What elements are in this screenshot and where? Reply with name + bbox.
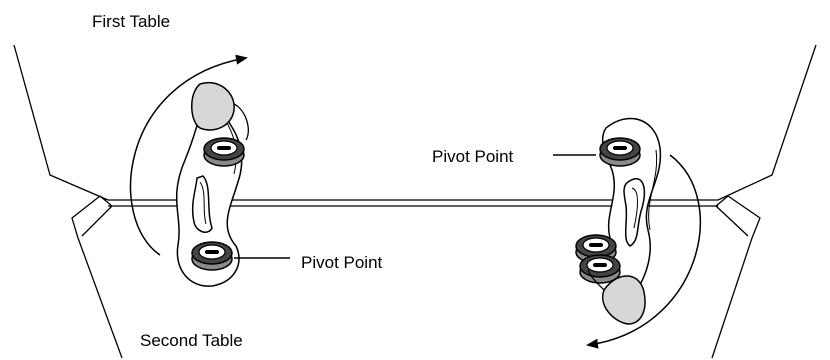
- right-leg-clip: [553, 117, 702, 349]
- first-table-left-edge: [13, 44, 109, 201]
- left-upper-knob-icon: [203, 137, 245, 167]
- second-table-left-edge: [71, 195, 123, 359]
- first-table-right-edge: [717, 44, 817, 201]
- left-rotation-arrow: [129, 54, 248, 256]
- left-pivot-knob-icon: [191, 241, 233, 271]
- second-table: [71, 195, 761, 359]
- left-clip-pad: [191, 81, 235, 131]
- right-lower-knob-2-icon: [579, 254, 621, 284]
- left-clip-slot: [191, 175, 213, 233]
- right-clip-slot: [623, 178, 646, 247]
- second-table-label: Second Table: [140, 331, 243, 350]
- right-rotation-arrow: [586, 154, 702, 349]
- pivot-point-label-left: Pivot Point: [301, 253, 383, 272]
- right-pivot-knob-icon: [599, 137, 641, 167]
- right-clip-pad: [601, 275, 646, 325]
- left-leg-clip: [129, 54, 290, 287]
- first-table: [13, 44, 817, 201]
- second-table-right-edge: [711, 195, 761, 359]
- pivot-point-label-right: Pivot Point: [432, 147, 514, 166]
- first-table-label: First Table: [92, 12, 170, 31]
